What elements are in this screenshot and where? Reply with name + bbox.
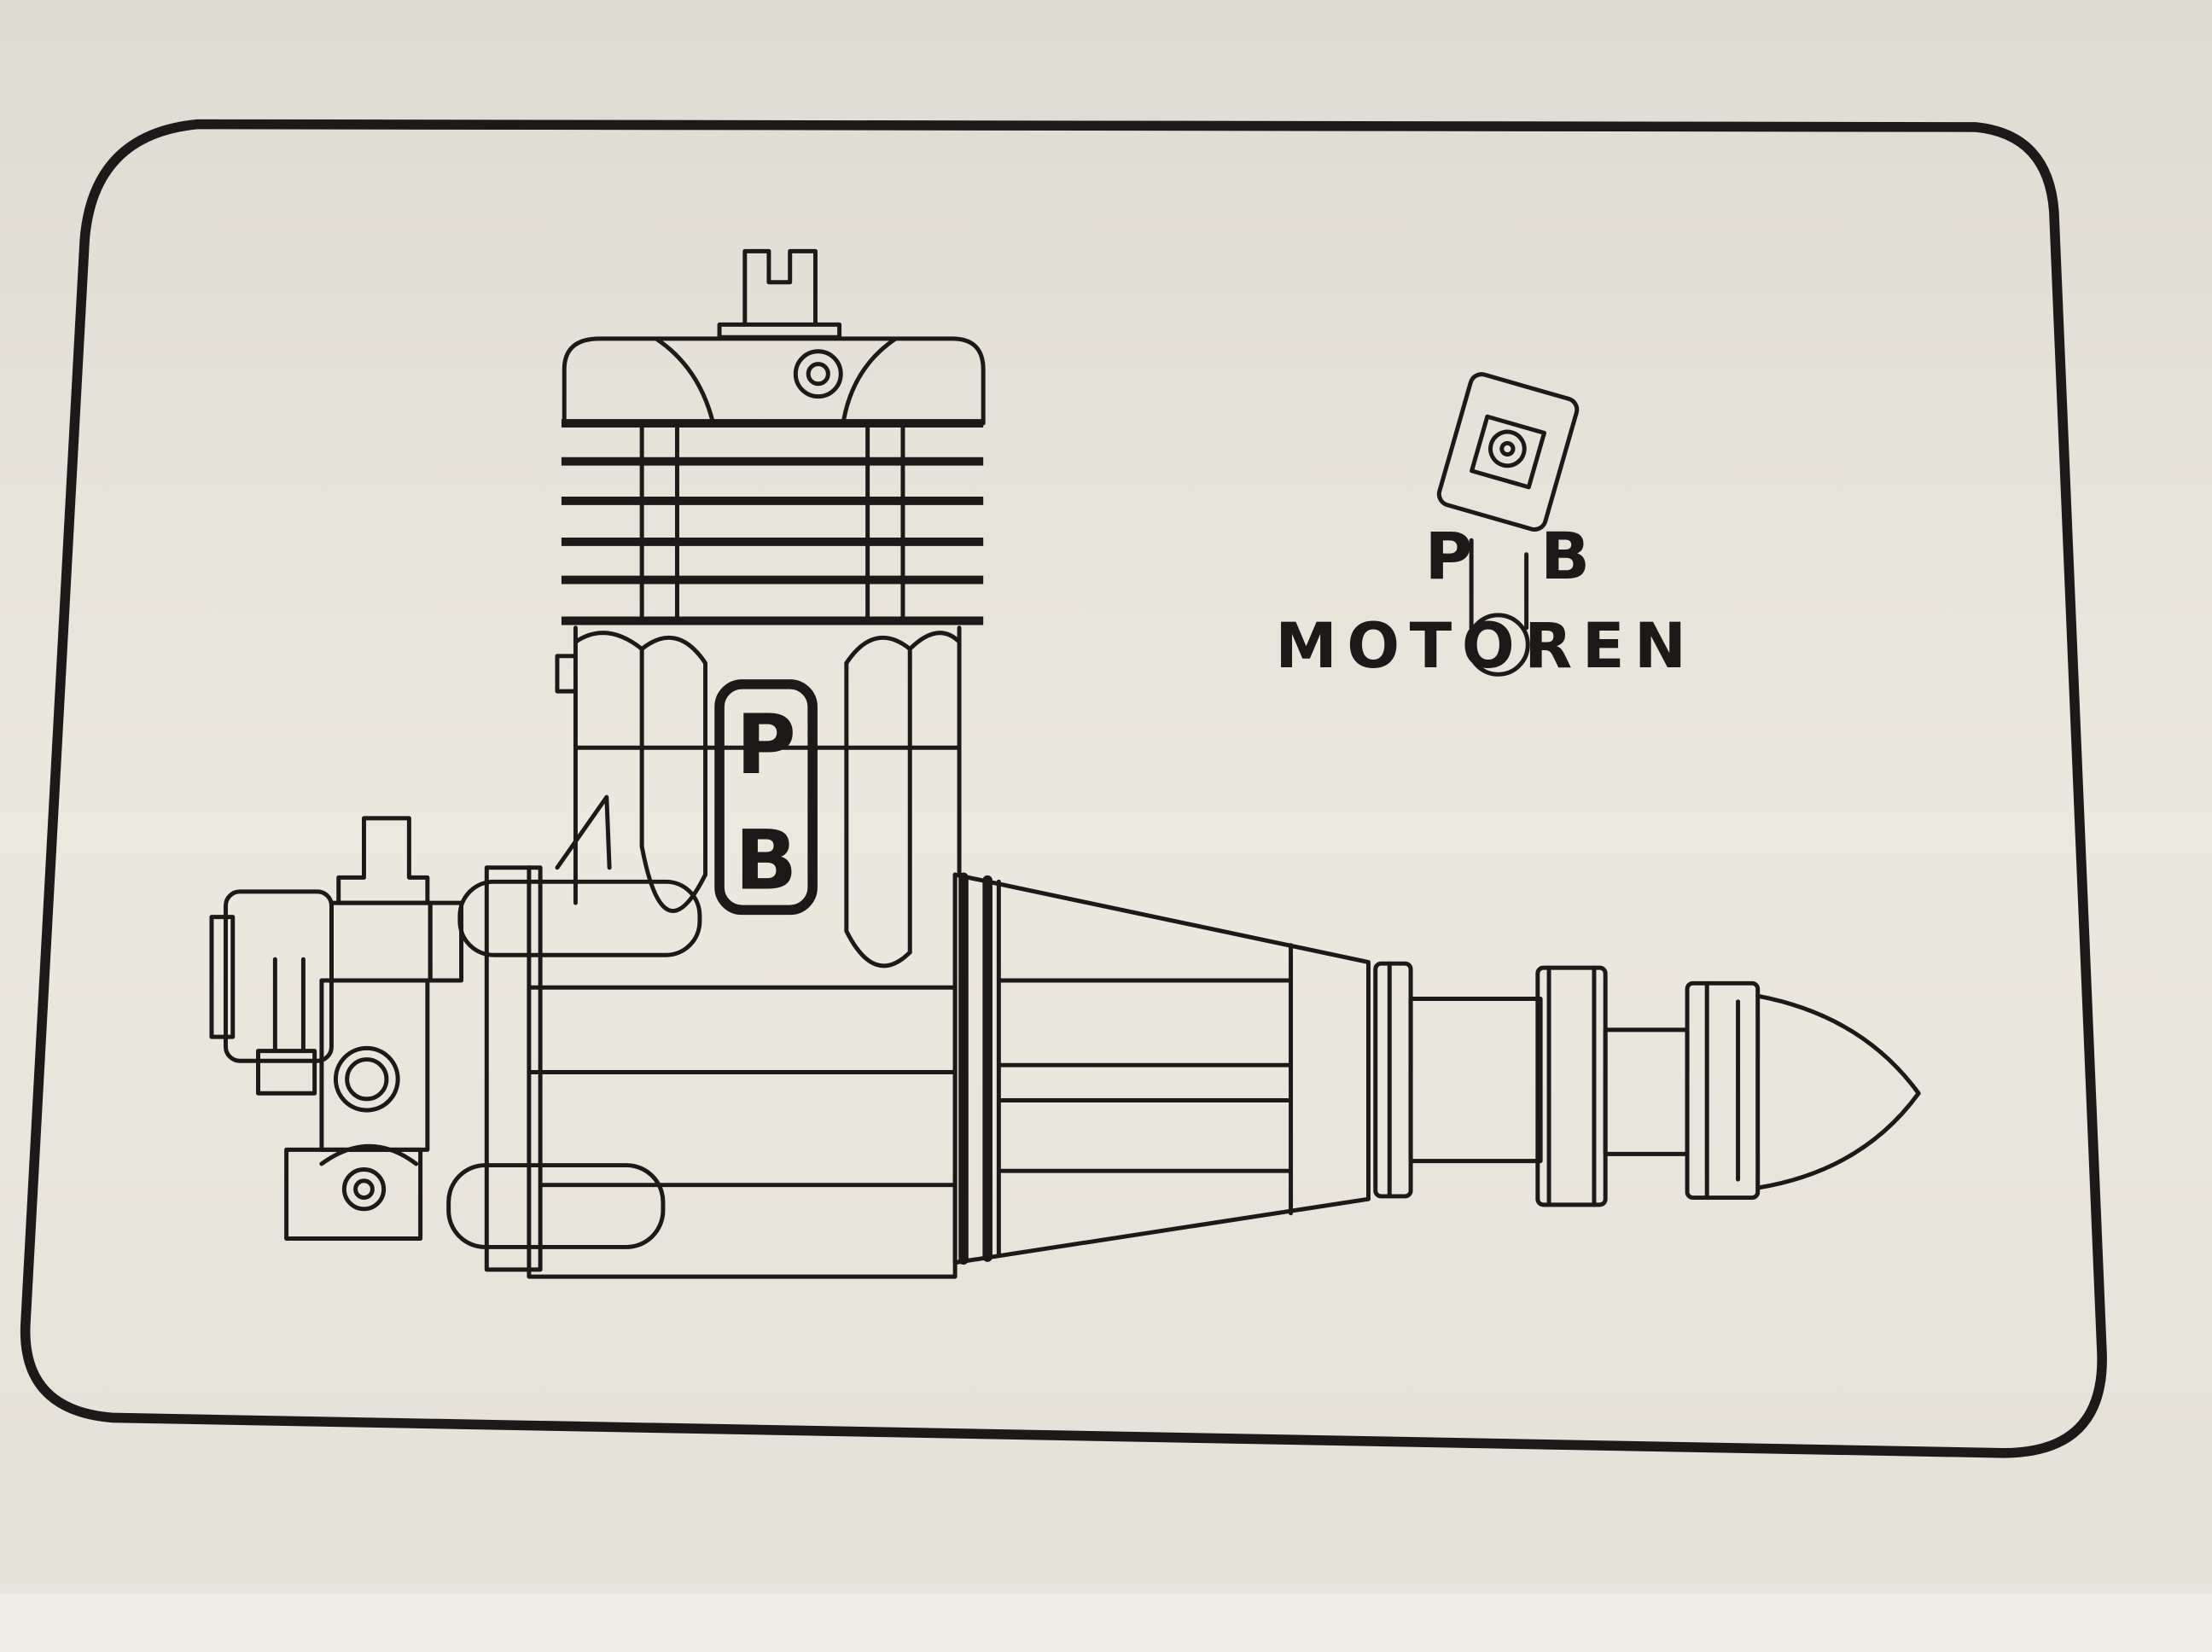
- cooling-fins: [561, 419, 984, 625]
- engine-badge: [714, 679, 818, 916]
- logo-letter-p: P: [1425, 518, 1473, 594]
- model-engine: P B: [209, 248, 1921, 1279]
- badge-letter-p: P: [736, 697, 795, 793]
- spinner: [1755, 993, 1921, 1190]
- cylinder-head: [562, 336, 986, 426]
- rounded-frame: [20, 119, 2107, 1458]
- crankshaft-nose: [1408, 997, 1543, 1164]
- badge-letter-b: B: [735, 813, 797, 909]
- exhaust-fin: [555, 794, 612, 870]
- glow-plug-clip: [742, 248, 818, 327]
- lower-boss: [446, 1163, 666, 1249]
- front-housing: [952, 872, 1371, 1265]
- logo-letter-b: B: [1540, 518, 1590, 594]
- logo-wordmark: MOTOREN: [1275, 610, 1696, 683]
- head-screw-icon: [793, 349, 843, 399]
- cylinder-body: [555, 625, 962, 955]
- crankcase: [527, 865, 958, 1279]
- prop-nut: [1685, 980, 1761, 1201]
- carburettor: [209, 816, 464, 1242]
- piston-icon: [1436, 372, 1580, 532]
- pb-motoren-logo: P B MOTOREN: [1275, 372, 1696, 683]
- carb-screw-icon: [333, 1045, 400, 1113]
- backplate: [484, 865, 543, 1272]
- connecting-rod-icon: [1469, 538, 1529, 631]
- paper-edge: [0, 1594, 2212, 1652]
